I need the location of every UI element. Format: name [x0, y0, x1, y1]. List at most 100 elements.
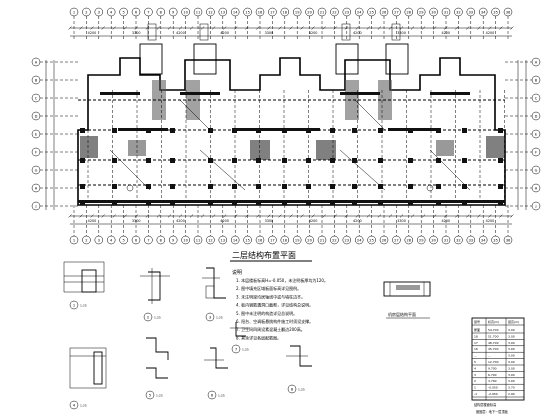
- plan-title: 二层结构布置平面: [232, 250, 296, 260]
- table-cell: 1: [474, 386, 476, 390]
- grid-label-top: 17: [270, 11, 275, 15]
- dimension-value-top: 4200: [309, 31, 318, 35]
- grid-label-top: 32: [456, 11, 461, 15]
- grid-label-bottom: 25: [369, 239, 374, 243]
- grid-label-top: 3: [98, 11, 100, 15]
- grid-label-bottom: 11: [196, 239, 201, 243]
- grid-label-bottom: 22: [332, 239, 337, 243]
- grid-label-left: G: [35, 168, 38, 172]
- stair-cores: [139, 23, 409, 75]
- detail-scale: 1:25: [216, 315, 223, 319]
- grid-label-bottom: 6: [135, 239, 138, 243]
- detail-7: [230, 322, 250, 337]
- grid-label-left: C: [35, 96, 38, 100]
- table-cell: 51.700: [488, 334, 499, 338]
- dimension-value: 4200: [176, 219, 185, 223]
- note-line: 2. 图中填充区域板面标高详见图例。: [236, 285, 301, 291]
- machine-room-plan-label: 机房层结构平面: [388, 311, 416, 317]
- dimension-ticks: 4200420033003300420042004200420033003300…: [68, 26, 514, 223]
- table-cell: 48.700: [488, 341, 499, 345]
- grid-label-bottom: 24: [357, 239, 362, 243]
- grid-label-bottom: 14: [233, 239, 238, 243]
- table-cell: 屋面: [474, 327, 480, 332]
- detail-2: [140, 268, 170, 304]
- dimension-value: 3300: [132, 219, 141, 223]
- table-cell: 3.00: [508, 354, 515, 358]
- building-outline: [77, 57, 506, 206]
- detail-id: 8: [291, 387, 294, 391]
- dimension-value: 4200: [309, 219, 318, 223]
- grid-label-left: J: [34, 204, 36, 208]
- grid-label-top: 16: [258, 11, 263, 15]
- note-line: 1. 本层楼板标高H=-0.050，未注明板厚均为120。: [236, 277, 328, 283]
- detail-bubble: [69, 400, 79, 410]
- grid-label-top: 18: [283, 11, 288, 15]
- grid-label-top: 8: [160, 11, 163, 15]
- table-cell: 3.70: [508, 386, 515, 390]
- grid-label-bottom: 1: [73, 239, 75, 243]
- detail-scale: 1:25: [80, 403, 87, 407]
- table-cell: 3.00: [508, 328, 515, 332]
- grid-label-top: 4: [110, 11, 113, 15]
- machine-room-plan: 机房层结构平面: [383, 281, 431, 319]
- table-cell: 18: [474, 334, 478, 338]
- table-cell: -0.050: [488, 386, 498, 390]
- grid-label-right: J: [534, 204, 536, 208]
- table-cell: 6.700: [488, 373, 497, 377]
- table-cell: 5: [474, 360, 476, 364]
- grid-label-top: 14: [233, 11, 238, 15]
- grid-label-bottom: 35: [493, 239, 498, 243]
- grid-label-top: 2: [85, 11, 87, 15]
- grid-label-top: 25: [369, 11, 374, 15]
- grid-label-bottom: 26: [382, 239, 387, 243]
- detail-id: 7: [235, 347, 237, 351]
- dimension-value: 4200: [220, 219, 229, 223]
- grid-label-right: H: [535, 186, 538, 190]
- detail-8: [286, 345, 312, 367]
- detail-bubble: [145, 390, 155, 400]
- table-cell: 2: [474, 379, 476, 383]
- grid-label-bottom: 10: [183, 239, 188, 243]
- grid-label-top: 28: [407, 11, 412, 15]
- grid-label-bottom: 33: [469, 239, 474, 243]
- note-line: 5. 图中未注明的构造详见总说明。: [236, 310, 297, 316]
- grid-label-top: 12: [208, 11, 213, 15]
- grid-label-bottom: 30: [431, 239, 436, 243]
- detail-scale: 1:25: [154, 315, 161, 319]
- dimension-value-top: 4200: [353, 31, 362, 35]
- grid-label-top: 21: [320, 11, 325, 15]
- dimension-value: 3300: [397, 219, 406, 223]
- note-line: 3. 未注明梁均居轴线中或与墙柱边齐。: [236, 293, 305, 299]
- detail-scale: 1:25: [218, 393, 225, 397]
- grid-label-top: 20: [307, 11, 312, 15]
- table-cell: 4: [474, 366, 476, 370]
- grid-label-top: 24: [357, 11, 362, 15]
- detail-bubble: [287, 384, 297, 394]
- note-line: 8. 其余详见各层配筋图。: [236, 334, 281, 340]
- grid-label-bottom: 18: [283, 239, 288, 243]
- grid-label-bottom: 34: [481, 239, 486, 243]
- detail-id: 6: [211, 393, 214, 397]
- table-cell: 3: [474, 373, 476, 377]
- grid-label-top: 31: [444, 11, 449, 15]
- dimension-value: 4200: [353, 219, 362, 223]
- table-cell: ...: [488, 354, 491, 358]
- detail-id: 5: [149, 393, 151, 397]
- detail-id: 4: [73, 403, 76, 407]
- table-cell: 54.700: [488, 328, 499, 332]
- grid-label-bottom: 27: [394, 239, 399, 243]
- dimension-value-top: 3300: [132, 31, 141, 35]
- grid-label-left: A: [35, 60, 38, 64]
- grid-label-top: 11: [196, 11, 201, 15]
- grid-label-bottom: 3: [98, 239, 100, 243]
- grid-label-top: 26: [382, 11, 387, 15]
- grid-label-bottom: 20: [307, 239, 312, 243]
- grid-label-left: H: [35, 186, 38, 190]
